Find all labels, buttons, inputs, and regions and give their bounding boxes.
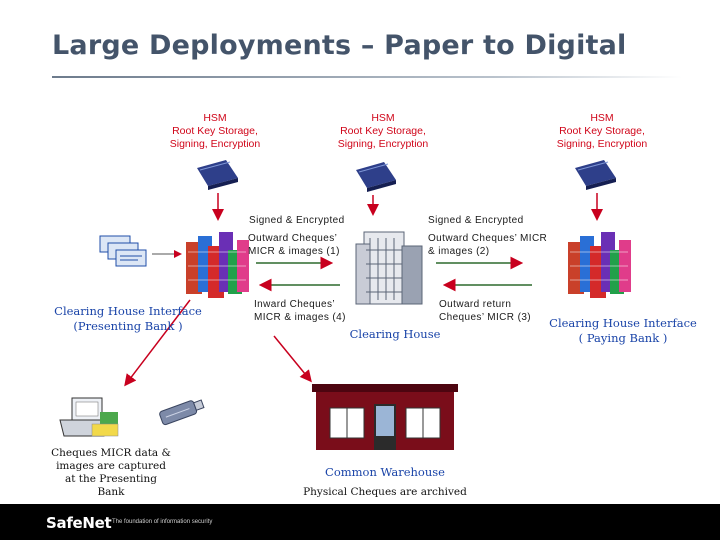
to-warehouse-arrow-icon (273, 335, 312, 383)
cheque-scanner-computer-icon (59, 397, 119, 437)
diagram-canvas (59, 160, 631, 450)
hsm-label-right: HSM Root Key Storage, Signing, Encryptio… (556, 112, 648, 150)
hsm-label-center: HSM Root Key Storage, Signing, Encryptio… (337, 112, 429, 150)
footer-bar (0, 504, 720, 540)
paying-bank-caption: Clearing House Interface ( Paying Bank ) (549, 316, 697, 345)
inward-left-label: Inward Cheques’ MICR & images (4) (254, 299, 346, 323)
clearing-house-building-icon (355, 231, 423, 305)
to-capture-arrow-icon (124, 299, 191, 387)
usb-stick-icon (159, 399, 205, 426)
hsm-label-left: HSM Root Key Storage, Signing, Encryptio… (169, 112, 261, 150)
paying-bank-server-icon (568, 232, 631, 298)
page-title: Large Deployments – Paper to Digital (52, 30, 627, 61)
archived-caption: Physical Cheques are archived (303, 486, 467, 498)
outward-left-label: Outward Cheques’ MICR & images (1) (248, 233, 340, 257)
presenting-bank-caption: Clearing House Interface (Presenting Ban… (54, 304, 202, 333)
warehouse-caption: Common Warehouse (325, 465, 445, 479)
hsm-device-left-icon (197, 160, 238, 190)
capture-caption: Cheques MICR data & images are captured … (51, 447, 171, 498)
cheque-documents-icon (99, 235, 147, 267)
clearing-house-caption: Clearing House (349, 327, 441, 341)
outward-right-label: Outward Cheques’ MICR & images (2) (428, 233, 548, 257)
safenet-logo-text: SafeNet (46, 514, 112, 532)
hsm-device-center-icon (356, 162, 396, 192)
title-underline (52, 76, 682, 78)
return-right-label: Outward return Cheques’ MICR (3) (439, 299, 532, 323)
footer-tagline: The foundation of information security (112, 519, 213, 525)
hsm-device-right-icon (575, 160, 616, 190)
common-warehouse-building-icon (312, 384, 458, 450)
signed-encrypted-right-label: Signed & Encrypted (428, 215, 524, 226)
presenting-bank-server-icon (186, 232, 249, 298)
signed-encrypted-left-label: Signed & Encrypted (249, 215, 345, 226)
